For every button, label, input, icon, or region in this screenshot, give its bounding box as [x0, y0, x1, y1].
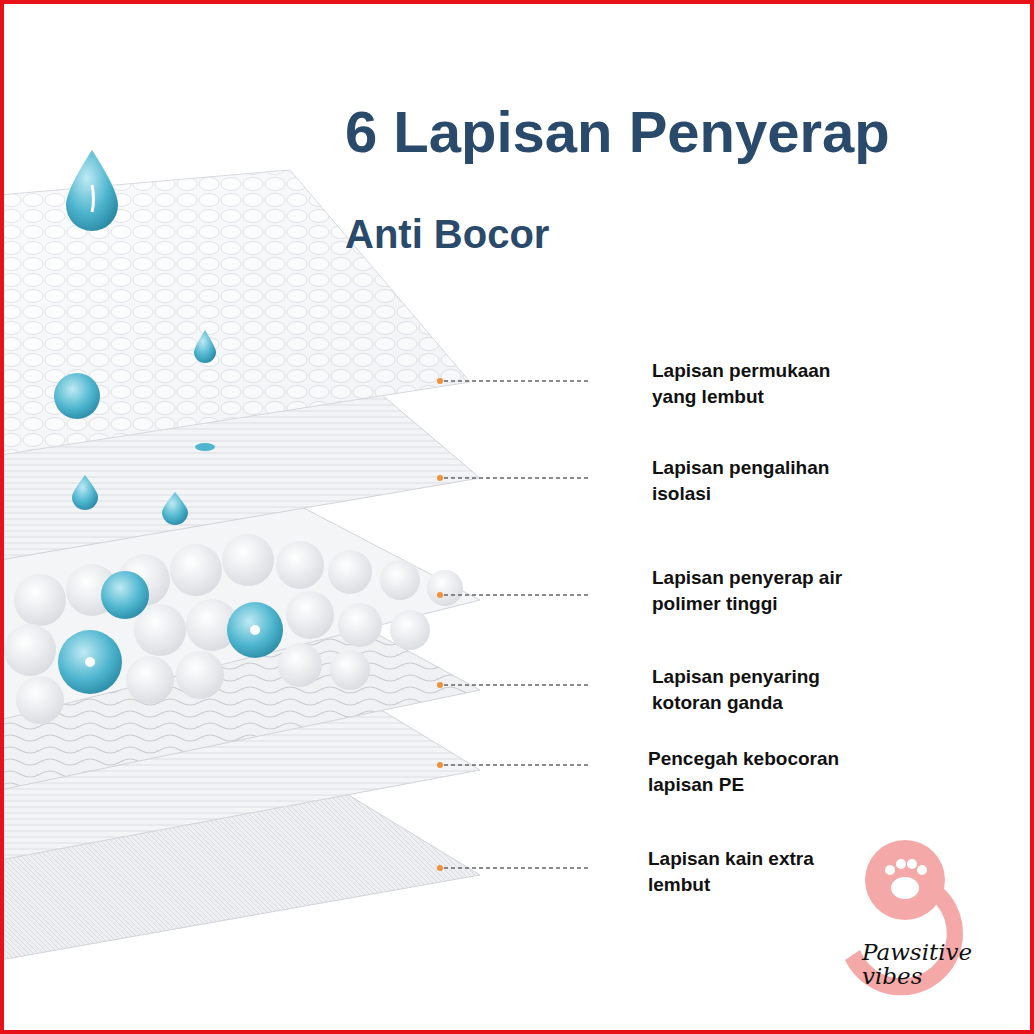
layer-label: Pencegah kebocoran lapisan PE: [648, 746, 893, 798]
subtitle: Anti Bocor: [345, 212, 549, 256]
logo-text: Pawsitive vibes: [862, 940, 987, 988]
main-title: 6 Lapisan Penyerap: [345, 100, 890, 164]
layer-label: Lapisan penyerap air polimer tinggi: [652, 565, 897, 617]
layer-label: Lapisan penyaring kotoran ganda: [652, 664, 872, 716]
layer-label: Lapisan kain extra lembut: [648, 846, 878, 898]
layer-label: Lapisan permukaan yang lembut: [652, 358, 867, 410]
layer-label: Lapisan pengalihan isolasi: [652, 455, 872, 507]
